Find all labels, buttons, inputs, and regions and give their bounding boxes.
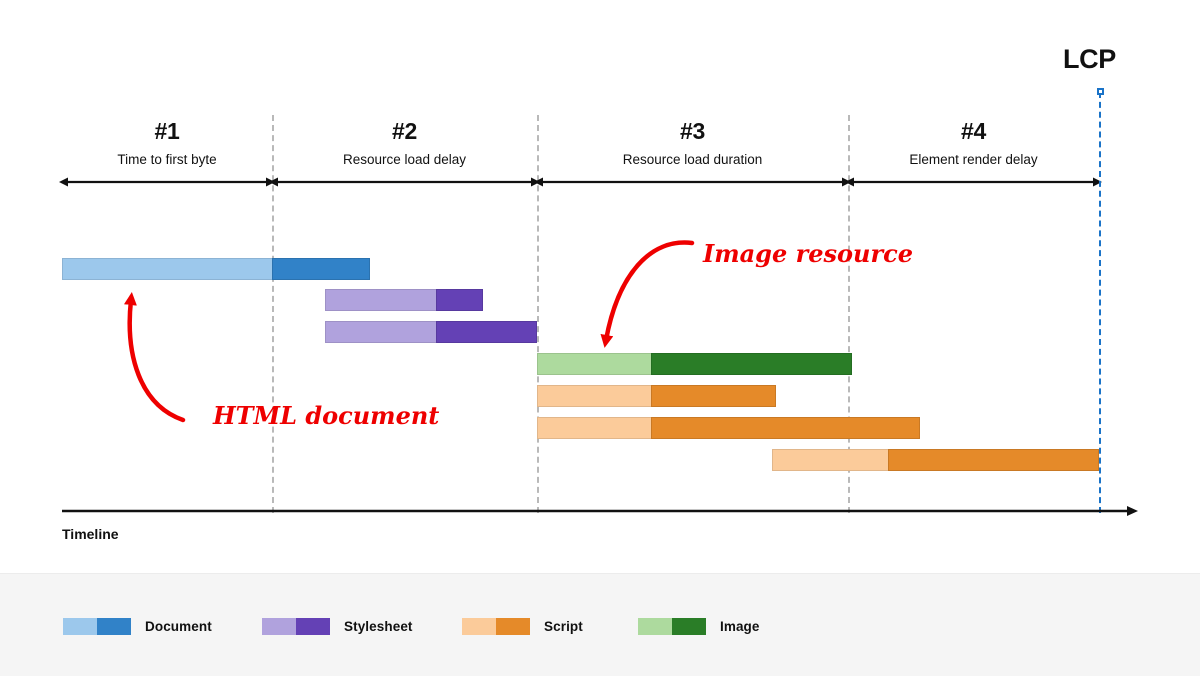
legend-swatch-dark	[672, 617, 706, 635]
phase-number: #2	[392, 118, 417, 144]
bar-segment-active	[888, 449, 1099, 471]
legend-label: Stylesheet	[344, 618, 413, 634]
legend-label: Document	[145, 618, 212, 634]
bar-segment-wait	[537, 353, 651, 375]
legend-item-image[interactable]: Image	[638, 616, 760, 636]
legend-swatch-light	[262, 617, 296, 635]
bar-stylesheet	[325, 289, 483, 311]
bar-segment-wait	[537, 385, 651, 407]
phase-name: Element render delay	[909, 152, 1038, 167]
legend-swatch-dark	[296, 617, 330, 635]
annotation-text-2: Image resource	[703, 239, 913, 268]
bar-segment-wait	[62, 258, 272, 280]
phase-divider	[272, 115, 274, 513]
bar-segment-active	[651, 417, 920, 439]
bar-segment-wait	[325, 289, 436, 311]
legend-swatch-icon	[63, 617, 131, 635]
phase-number: #3	[680, 118, 705, 144]
legend-swatch-dark	[496, 617, 530, 635]
image-resource-arrow	[600, 240, 695, 348]
html-document-arrow	[123, 292, 186, 423]
timeline-axis-label: Timeline	[62, 526, 119, 542]
legend-swatch-light	[462, 617, 496, 635]
phase-name: Time to first byte	[117, 152, 217, 167]
phase-divider	[848, 115, 850, 513]
annotation-text-1: HTML document	[213, 401, 440, 430]
bar-image	[537, 353, 852, 375]
legend-label: Image	[720, 618, 760, 634]
legend-swatch-light	[63, 617, 97, 635]
lcp-dashed-line	[1099, 92, 1101, 513]
legend-item-document[interactable]: Document	[63, 616, 212, 636]
lcp-label: LCP	[1063, 44, 1116, 74]
legend-item-stylesheet[interactable]: Stylesheet	[262, 616, 413, 636]
lcp-square-marker	[1097, 88, 1104, 95]
bar-segment-active	[272, 258, 370, 280]
bar-segment-active	[651, 353, 852, 375]
bar-script	[537, 385, 776, 407]
bar-stylesheet	[325, 321, 537, 343]
legend-swatch-icon	[638, 617, 706, 635]
bar-segment-wait	[537, 417, 651, 439]
bar-script	[537, 417, 920, 439]
bar-segment-active	[651, 385, 776, 407]
bar-segment-active	[436, 289, 483, 311]
phase-name: Resource load duration	[622, 152, 763, 167]
legend-swatch-icon	[462, 617, 530, 635]
legend-item-script[interactable]: Script	[462, 616, 583, 636]
phase-number: #4	[961, 118, 986, 144]
phase-divider	[537, 115, 539, 513]
bar-document	[62, 258, 370, 280]
legend-swatch-icon	[262, 617, 330, 635]
phase-number: #1	[154, 118, 180, 144]
bar-segment-active	[436, 321, 537, 343]
legend-swatch-light	[638, 617, 672, 635]
phase-name: Resource load delay	[342, 152, 467, 167]
bar-segment-wait	[772, 449, 888, 471]
legend-label: Script	[544, 618, 583, 634]
bar-segment-wait	[325, 321, 436, 343]
legend-band	[0, 573, 1200, 676]
legend-swatch-dark	[97, 617, 131, 635]
bar-script	[772, 449, 1099, 471]
